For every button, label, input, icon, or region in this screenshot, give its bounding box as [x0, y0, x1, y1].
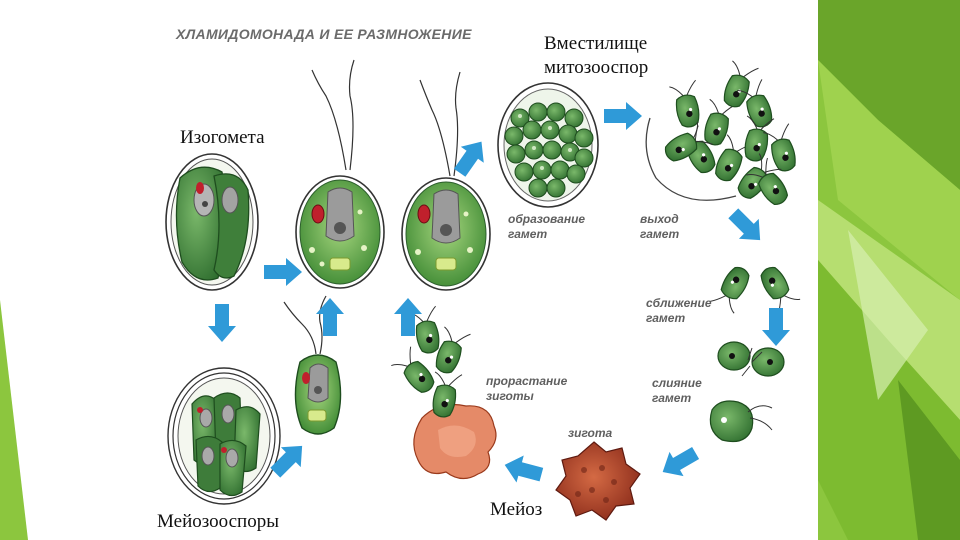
caption-vmestilishche: Вместилище митозооспор	[544, 32, 648, 80]
zygote	[555, 441, 641, 521]
chlamydomonas-diagram	[165, 58, 802, 521]
label-line: гамет	[640, 227, 680, 241]
released-gametes	[645, 58, 802, 211]
label-obrazovanie-gamet: образование гамет	[508, 212, 585, 242]
arrow-icon	[208, 304, 236, 342]
label-prorastanie-zigoty: прорастание зиготы	[486, 374, 567, 404]
fusing-gametes	[709, 341, 785, 443]
label-line: образование	[508, 212, 586, 226]
caption-vmestilishche-line2: митозооспор	[544, 57, 649, 78]
slide-decoration	[818, 0, 960, 540]
germinating-zygote	[389, 305, 497, 480]
caption-vmestilishche-line1: Вместилище	[544, 33, 648, 54]
arrow-icon	[655, 440, 703, 485]
label-line: прорастание	[486, 374, 568, 388]
arrow-icon	[501, 451, 546, 489]
meiozoospore	[283, 295, 342, 435]
label-line: гамет	[652, 391, 692, 405]
figure-title: ХЛАМИДОМОНАДА И ЕЕ РАЗМНОЖЕНИЕ	[176, 26, 472, 42]
label-line: гамет	[508, 227, 548, 241]
caption-meioz: Мейоз	[490, 499, 543, 520]
arrow-icon	[723, 203, 771, 251]
label-vykhod-gamet: выход гамет	[640, 212, 679, 242]
arrow-icon	[264, 258, 302, 286]
arrow-icon	[265, 435, 313, 483]
gamete-container	[497, 82, 599, 208]
label-line: зиготы	[486, 389, 534, 403]
approaching-gametes	[709, 261, 802, 316]
label-line: выход	[640, 212, 679, 226]
caption-meiozoospory: Мейозооспоры	[157, 511, 279, 532]
label-sliyanie-gamet: слияние гамет	[652, 376, 702, 406]
arrow-icon	[448, 133, 493, 181]
arrow-icon	[604, 102, 642, 130]
slide-decoration-left	[0, 300, 28, 540]
mature-cell-2	[401, 71, 491, 291]
meiozoospore-capsule	[167, 367, 281, 505]
caption-izogameta: Изогомета	[180, 127, 265, 148]
label-line: гамет	[646, 311, 686, 325]
label-zigota: зигота	[568, 426, 613, 440]
label-line: сближение	[646, 296, 712, 310]
arrow-icon	[762, 308, 790, 346]
isogamete-cell	[165, 153, 259, 291]
label-line: слияние	[652, 376, 702, 390]
label-sblizhenie-gamet: сближение гамет	[646, 296, 712, 326]
mature-cell-1	[295, 59, 385, 289]
